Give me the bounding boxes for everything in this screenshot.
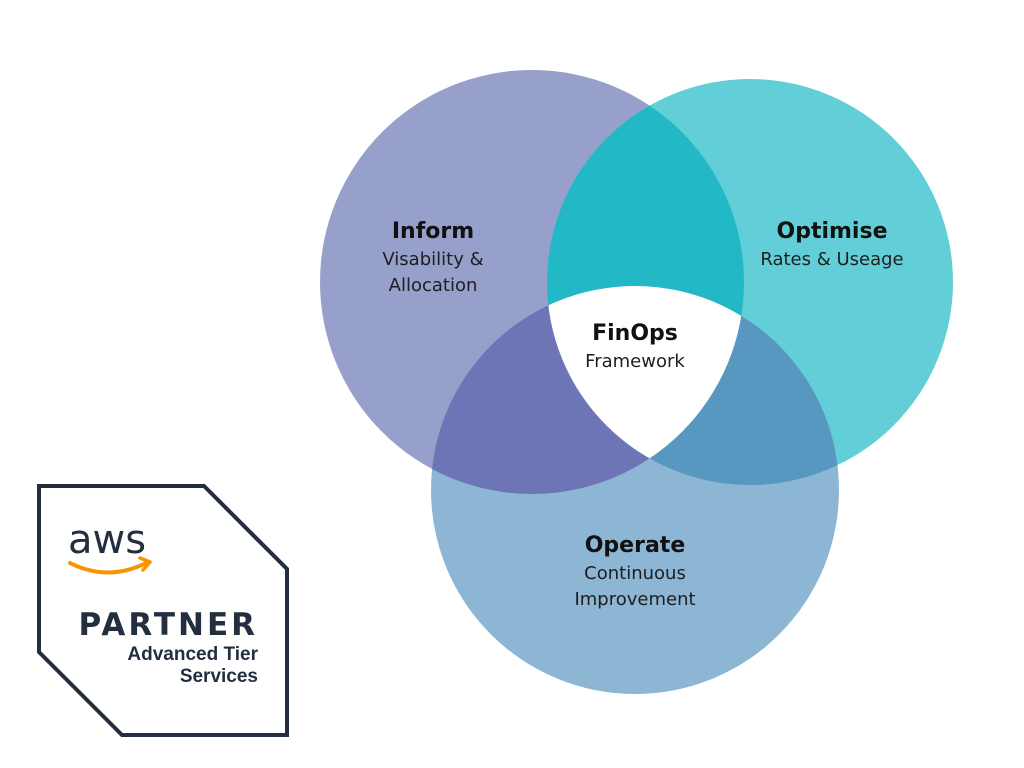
finops-title: FinOps (592, 321, 678, 346)
aws-smile-icon (68, 561, 148, 575)
aws-partner-badge: aws PARTNER Advanced Tier Services (37, 484, 289, 737)
optimise-operate-overlap (547, 286, 839, 485)
operate-subtitle-line2: Improvement (574, 589, 695, 610)
operate-subtitle-line1: Continuous (584, 563, 686, 584)
aws-smile-arrow-icon (138, 556, 152, 572)
inform-subtitle-line2: Allocation (389, 275, 478, 296)
badge-frame (37, 484, 289, 737)
optimise-subtitle: Rates & Useage (760, 249, 903, 270)
finops-subtitle: Framework (585, 351, 685, 372)
inform-subtitle-line1: Visability & (382, 249, 483, 270)
inform-title: Inform (392, 219, 474, 244)
badge-tier-line2: Services (180, 666, 258, 687)
operate-title: Operate (585, 533, 686, 558)
aws-logo-wordmark: aws (68, 517, 146, 563)
badge-partner-label: PARTNER (79, 607, 258, 643)
optimise-title: Optimise (777, 219, 888, 244)
badge-tier-line1: Advanced Tier (127, 644, 258, 665)
